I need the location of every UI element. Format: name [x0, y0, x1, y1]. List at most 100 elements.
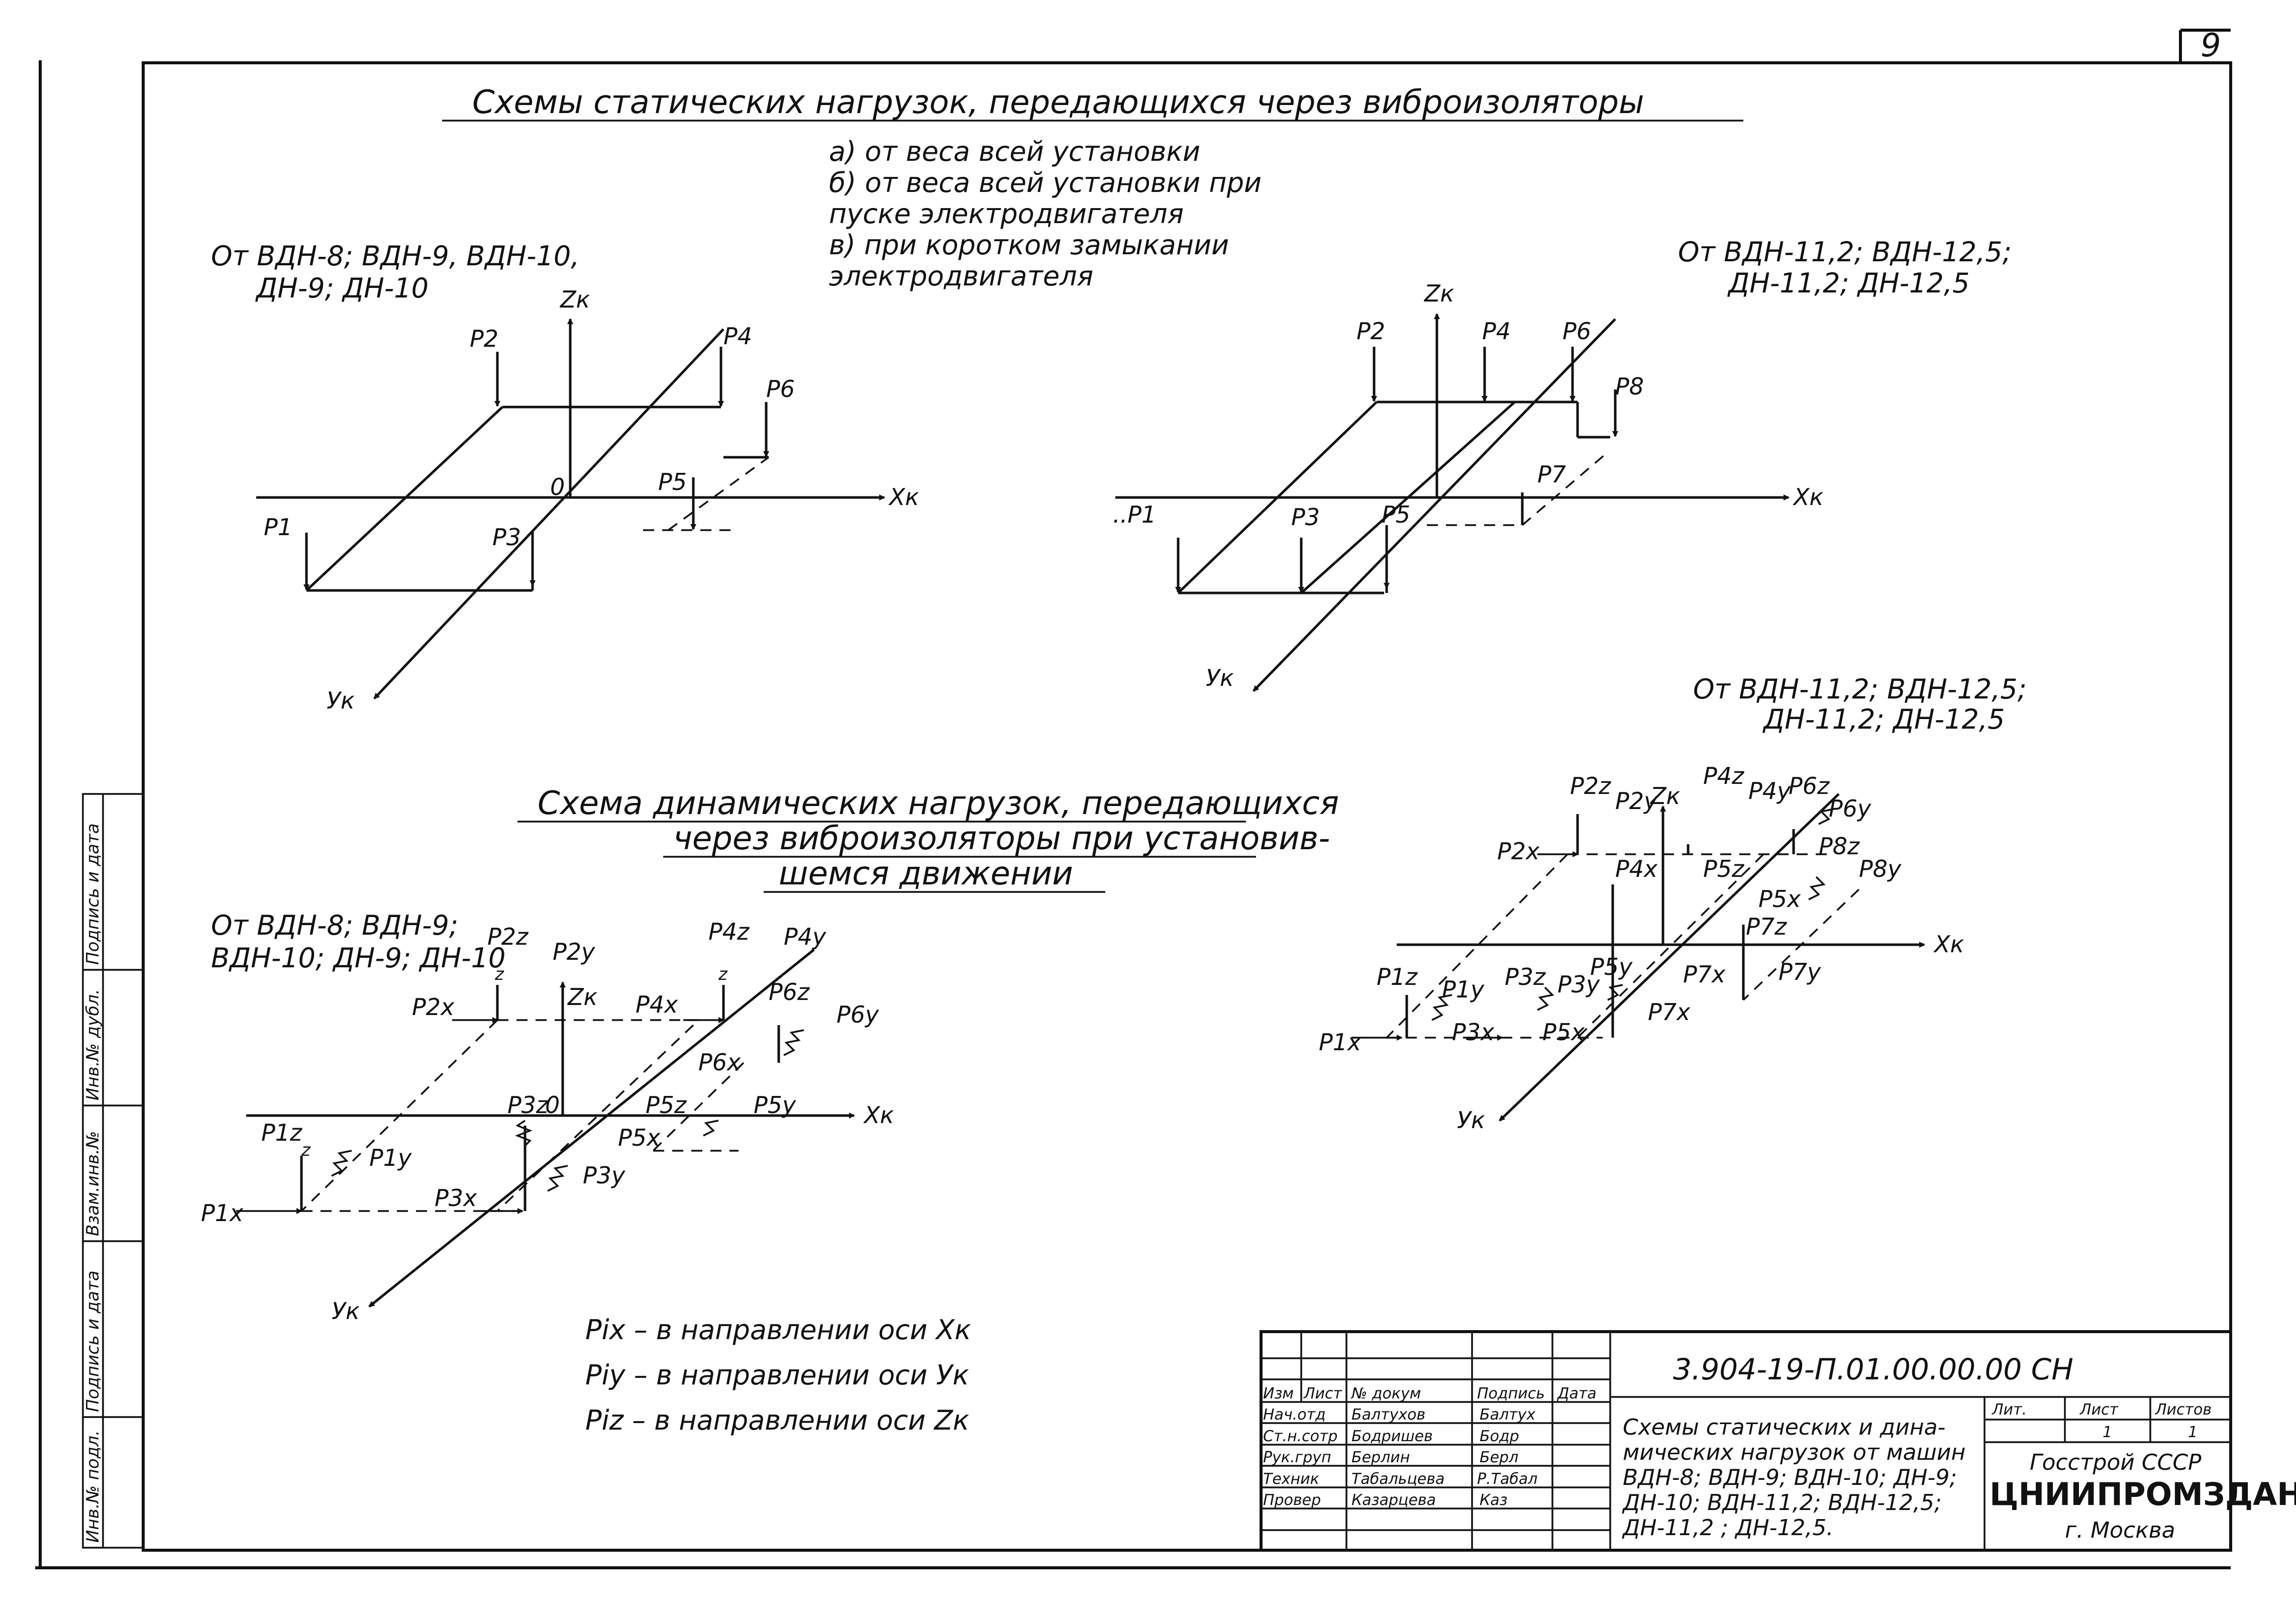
- svg-text:Р1z: Р1z: [1377, 963, 1418, 990]
- svg-text:Хк: Хк: [888, 483, 919, 511]
- svg-text:Р8: Р8: [1615, 373, 1644, 400]
- svg-text:Р1x: Р1x: [1319, 1029, 1362, 1056]
- svg-text:Р6y: Р6y: [837, 1001, 879, 1028]
- svg-text:Р.Табал: Р.Табал: [1477, 1470, 1537, 1488]
- svg-text:ВДН-8; ВДН-9; ВДН-10; ДН-9;: ВДН-8; ВДН-9; ВДН-10; ДН-9;: [1623, 1465, 1957, 1490]
- side-stamp: Инв.№ подл. Подпись и дата Взам.инв.№ Ин…: [82, 793, 144, 1549]
- svg-text:Р3y: Р3y: [583, 1162, 625, 1189]
- stamp-inv-dubl: Инв.№ дубл.: [83, 989, 103, 1100]
- svg-text:Р7x: Р7x: [1683, 961, 1726, 988]
- svg-text:Р2y: Р2y: [553, 938, 595, 965]
- svg-text:Бодришев: Бодришев: [1351, 1428, 1433, 1445]
- svg-text:Берл: Берл: [1480, 1449, 1518, 1466]
- dynamic-left-caption: От ВДН-8; ВДН-9;: [211, 910, 458, 941]
- dynamic-right-scheme: От ВДН-11,2; ВДН-12,5; ДН-11,2; ДН-12,5 …: [1319, 673, 2027, 1134]
- svg-text:Р4y: Р4y: [1748, 777, 1791, 805]
- svg-text:Р3x: Р3x: [1452, 1019, 1495, 1046]
- svg-text:Р3x: Р3x: [435, 1184, 477, 1212]
- svg-text:Р3: Р3: [1291, 504, 1320, 531]
- svg-text:Р4z: Р4z: [1703, 762, 1744, 789]
- svg-text:z: z: [494, 964, 504, 984]
- svg-text:Ук: Ук: [327, 687, 355, 714]
- svg-text:№ докум: № докум: [1350, 1385, 1421, 1402]
- svg-text:1: 1: [2188, 1424, 2198, 1441]
- svg-text:Р1x: Р1x: [201, 1199, 244, 1227]
- svg-text:Р5x: Р5x: [1758, 885, 1801, 913]
- svg-text:Р6z: Р6z: [1789, 772, 1830, 799]
- svg-text:Балтухов: Балтухов: [1351, 1406, 1425, 1424]
- svg-text:в) при коротком замыкании: в) при коротком замыкании: [829, 229, 1229, 261]
- svg-text:Р3: Р3: [492, 524, 521, 551]
- svg-text:электродвигателя: электродвигателя: [829, 260, 1093, 292]
- svg-text:Табальцева: Табальцева: [1351, 1470, 1444, 1488]
- organization-ministry: Госстрой СССР: [2030, 1450, 2202, 1475]
- document-code: 3.904-19-П.01.00.00.00 СН: [1673, 1352, 2073, 1386]
- svg-text:Р5y: Р5y: [1590, 953, 1633, 980]
- svg-text:Р5z: Р5z: [646, 1091, 687, 1119]
- title-block: Изм Лист № докум Подпись Дата Нач.отд Ба…: [1260, 1330, 2296, 1552]
- svg-text:..Р1: ..Р1: [1113, 501, 1156, 528]
- svg-text:Рук.груп: Рук.груп: [1263, 1449, 1331, 1466]
- svg-text:Рix – в направлении оси Хк: Рix – в направлении оси Хк: [585, 1314, 971, 1346]
- svg-text:Р4x: Р4x: [636, 991, 678, 1018]
- stamp-vzam-inv: Взам.инв.№: [83, 1131, 103, 1236]
- svg-text:Zк: Zк: [1649, 782, 1681, 810]
- svg-text:Ук: Ук: [1206, 664, 1234, 691]
- svg-text:z: z: [301, 1140, 311, 1160]
- svg-text:Р5x: Р5x: [1542, 1019, 1585, 1046]
- svg-text:Р2: Р2: [470, 325, 498, 352]
- svg-text:Р6x: Р6x: [698, 1049, 741, 1076]
- svg-text:Р2: Р2: [1356, 318, 1385, 345]
- svg-text:а) от веса всей установки: а) от веса всей установки: [829, 136, 1200, 167]
- svg-text:Zк: Zк: [1423, 280, 1454, 307]
- svg-text:Лист: Лист: [1303, 1385, 1343, 1402]
- svg-text:Р6: Р6: [766, 375, 795, 403]
- svg-text:Р7x: Р7x: [1648, 998, 1691, 1026]
- direction-explanation: Рix – в направлении оси Хк Рiy – в напра…: [585, 1314, 971, 1436]
- sheet-number: 9: [2201, 27, 2221, 64]
- svg-text:Р8z: Р8z: [1819, 833, 1860, 860]
- svg-text:Zк: Zк: [567, 983, 598, 1011]
- svg-text:Р5y: Р5y: [754, 1091, 796, 1119]
- svg-text:шемся движении: шемся движении: [779, 855, 1073, 892]
- svg-text:Р4x: Р4x: [1615, 855, 1658, 882]
- svg-text:Ук: Ук: [332, 1297, 360, 1325]
- svg-text:Хк: Хк: [1793, 483, 1824, 511]
- static-right-caption: От ВДН-11,2; ВДН-12,5;: [1678, 236, 2012, 268]
- svg-text:Р1z: Р1z: [261, 1119, 302, 1146]
- svg-text:Р7z: Р7z: [1746, 913, 1787, 940]
- svg-text:Р1y: Р1y: [369, 1144, 412, 1171]
- svg-text:Каз: Каз: [1480, 1491, 1508, 1509]
- svg-text:Хк: Хк: [1933, 931, 1964, 958]
- svg-text:Рiz – в направлении оси Zк: Рiz – в направлении оси Zк: [585, 1404, 970, 1436]
- svg-text:Нач.отд: Нач.отд: [1263, 1406, 1326, 1424]
- svg-text:Техник: Техник: [1263, 1470, 1319, 1488]
- svg-text:ДН-11,2; ДН-12,5: ДН-11,2; ДН-12,5: [1727, 267, 1969, 299]
- svg-text:0: 0: [550, 473, 565, 500]
- svg-text:б) от веса всей установки при: б) от веса всей установки при: [829, 167, 1262, 198]
- svg-text:Рiy – в направлении оси Ук: Рiy – в направлении оси Ук: [585, 1359, 969, 1391]
- svg-text:ДН-10; ВДН-11,2; ВДН-12,5;: ДН-10; ВДН-11,2; ВДН-12,5;: [1622, 1490, 1942, 1516]
- svg-text:Р7: Р7: [1537, 461, 1566, 488]
- svg-text:Р6z: Р6z: [769, 978, 810, 1006]
- svg-text:Схема динамических нагрузок, п: Схема динамических нагрузок, передающихс…: [538, 785, 1339, 822]
- static-left-scheme: От ВДН-8; ВДН-9, ВДН-10, ДН-9; ДН-10 Zк …: [211, 240, 919, 714]
- svg-text:Ук: Ук: [1457, 1107, 1485, 1134]
- svg-text:через виброизоляторы при устан: через виброизоляторы при установив-: [673, 820, 1330, 857]
- svg-text:ДН-11,2 ; ДН-12,5.: ДН-11,2 ; ДН-12,5.: [1622, 1515, 1833, 1541]
- svg-text:ВДН-10; ДН-9; ДН-10: ВДН-10; ДН-9; ДН-10: [211, 942, 505, 974]
- svg-text:Р3z: Р3z: [507, 1091, 549, 1119]
- svg-text:Р8y: Р8y: [1859, 855, 1902, 882]
- svg-text:Казарцева: Казарцева: [1351, 1491, 1436, 1509]
- stamp-sign-date-1: Подпись и дата: [83, 1270, 103, 1412]
- svg-text:1: 1: [2103, 1424, 2112, 1441]
- svg-text:Р5: Р5: [658, 468, 687, 495]
- svg-text:мических нагрузок от машин: мических нагрузок от машин: [1623, 1440, 1965, 1465]
- document-title: Схемы статических и дина-: [1623, 1415, 1945, 1440]
- svg-text:Провер: Провер: [1263, 1491, 1321, 1509]
- static-legend: а) от веса всей установки б) от веса все…: [829, 136, 1262, 292]
- svg-text:Берлин: Берлин: [1351, 1449, 1410, 1466]
- svg-text:ДН-9; ДН-10: ДН-9; ДН-10: [255, 272, 429, 304]
- svg-text:Р2z: Р2z: [1570, 772, 1611, 799]
- svg-text:Бодр: Бодр: [1480, 1428, 1519, 1445]
